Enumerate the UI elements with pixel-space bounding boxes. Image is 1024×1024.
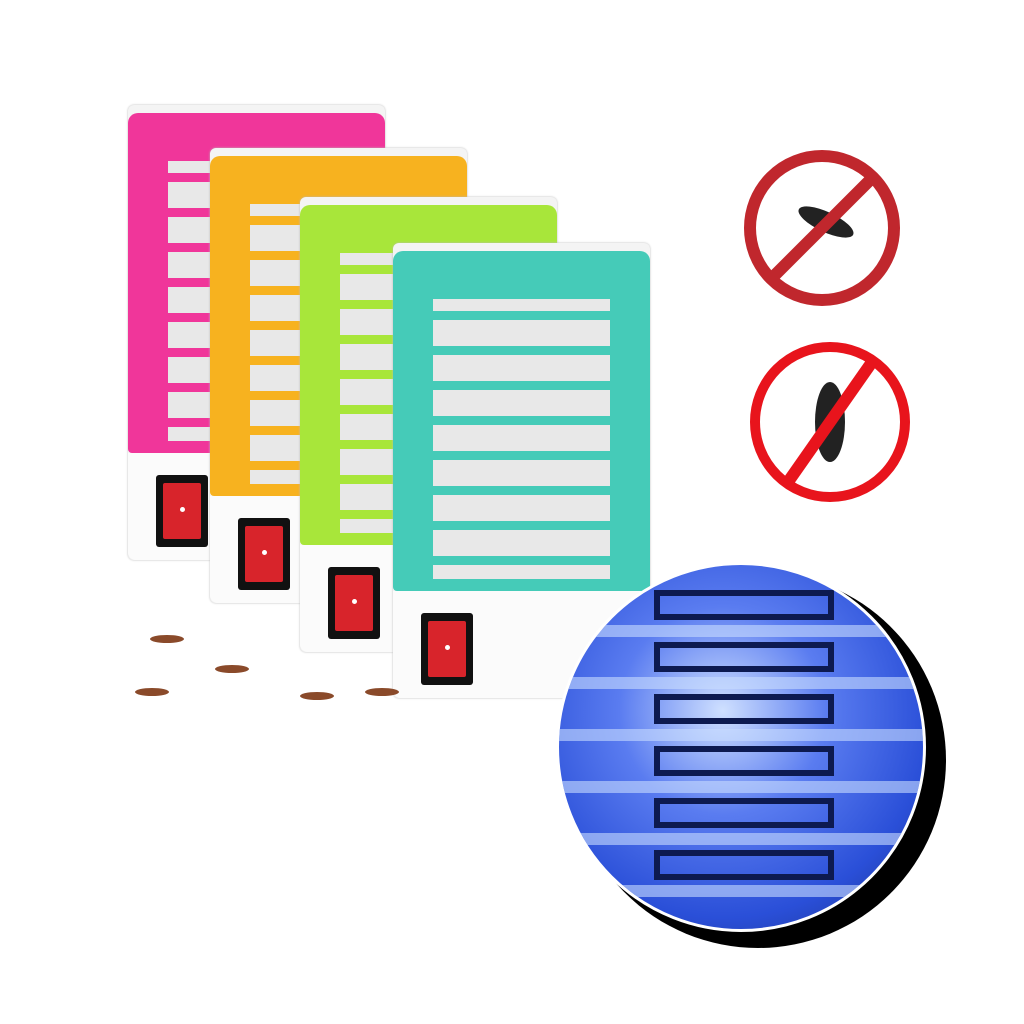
power-switch[interactable] xyxy=(328,567,380,639)
mosquito-icon xyxy=(365,688,399,696)
ban-slash xyxy=(782,357,878,487)
colored-cover xyxy=(393,251,650,591)
grille-bar xyxy=(393,311,650,320)
mosquito-icon xyxy=(215,665,249,673)
electrode-coil xyxy=(654,590,834,620)
electrode-coil xyxy=(654,694,834,724)
grille-bar xyxy=(393,346,650,355)
power-switch[interactable] xyxy=(238,518,290,590)
grille-bar xyxy=(559,729,923,741)
mosquito-killer-lamp xyxy=(393,243,650,698)
grille-bar xyxy=(559,833,923,845)
uv-light-closeup xyxy=(556,562,926,932)
mosquito-icon xyxy=(150,635,184,643)
electrode-coil xyxy=(654,798,834,828)
electrode-coil xyxy=(654,746,834,776)
power-switch[interactable] xyxy=(156,475,208,547)
no-mosquito-icon xyxy=(744,150,900,306)
mosquito-icon xyxy=(300,692,334,700)
ban-slash xyxy=(764,170,880,286)
grille-bar xyxy=(559,885,923,897)
power-switch[interactable] xyxy=(421,613,473,685)
no-fly-icon xyxy=(750,342,910,502)
grille-bar xyxy=(559,677,923,689)
electrode-coil xyxy=(654,642,834,672)
grille-bar xyxy=(393,486,650,495)
electrode-coil xyxy=(654,850,834,880)
grille-bar xyxy=(559,781,923,793)
grille-bar xyxy=(393,521,650,530)
grille-bar xyxy=(393,416,650,425)
grille-bar xyxy=(393,556,650,565)
grille-bar xyxy=(393,451,650,460)
mosquito-icon xyxy=(135,688,169,696)
grille-bar xyxy=(393,381,650,390)
grille-bar xyxy=(559,625,923,637)
electrode-grid xyxy=(433,299,610,579)
